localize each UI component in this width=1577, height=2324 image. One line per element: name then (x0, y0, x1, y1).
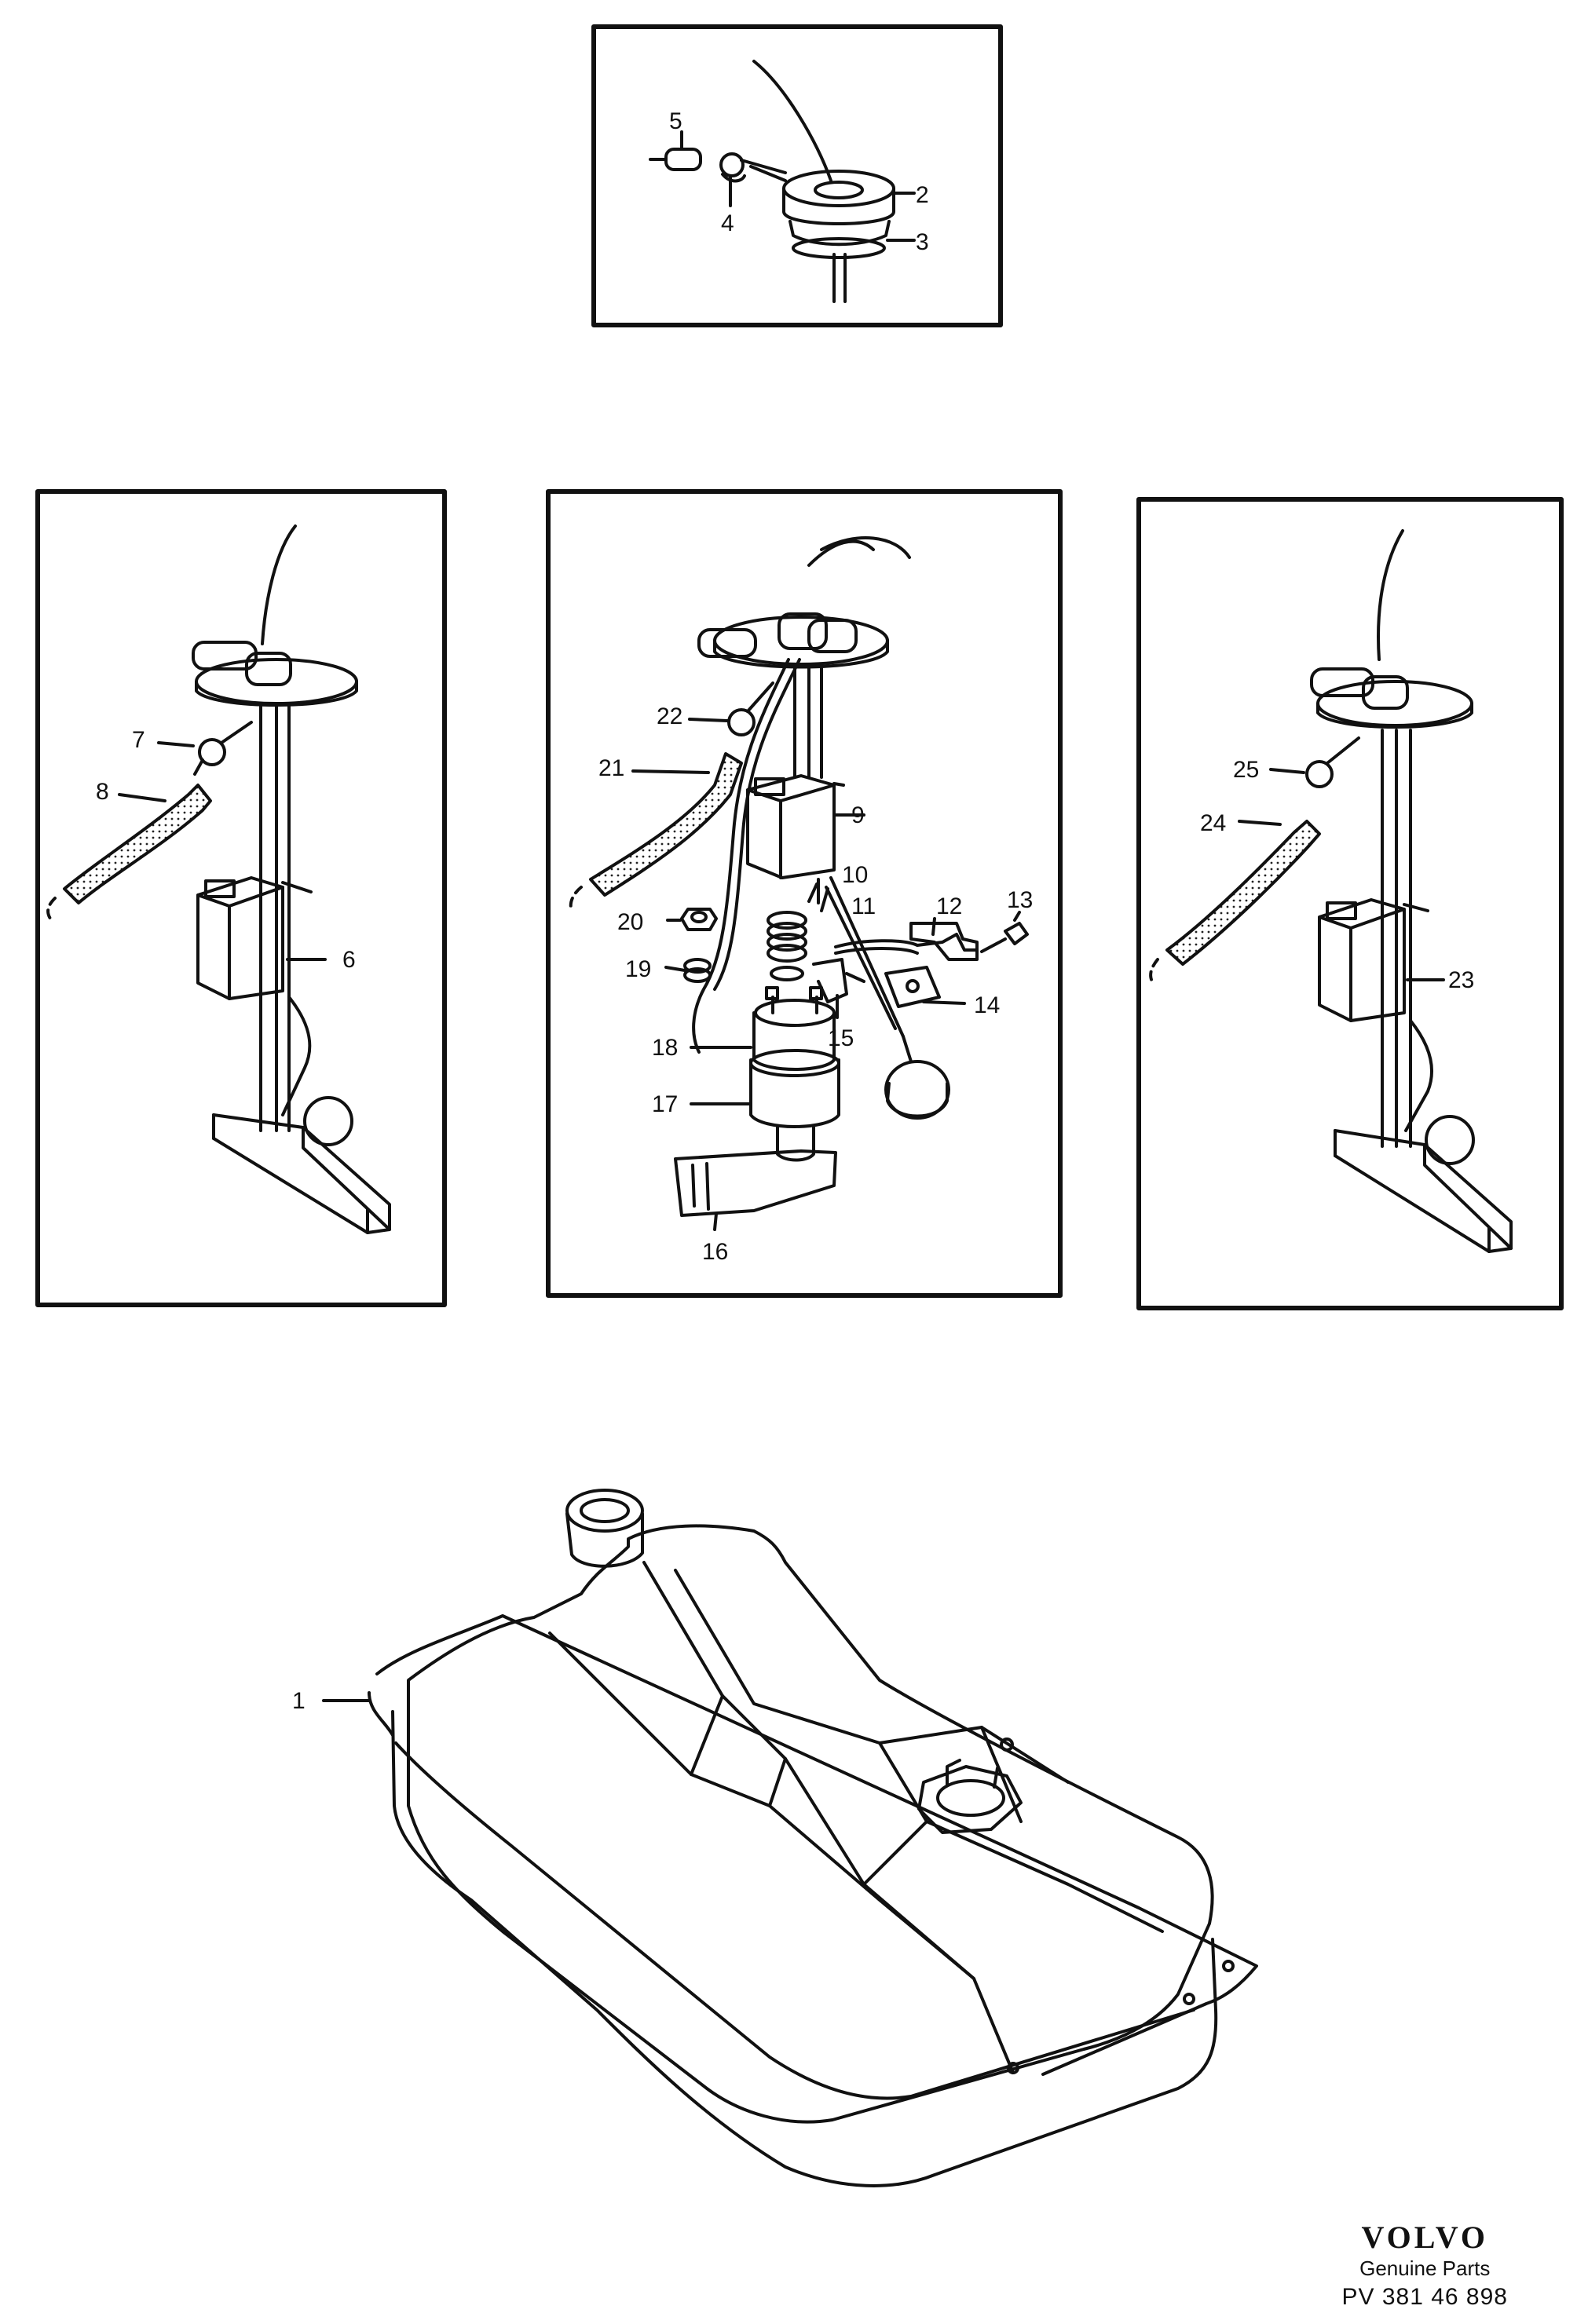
hose-part (1149, 820, 1321, 985)
callout-5: 5 (669, 108, 682, 134)
callout-18: 18 (652, 1035, 678, 1061)
clip-part (812, 958, 865, 1003)
wire-lower (832, 253, 847, 303)
callout-25: 25 (1233, 757, 1259, 783)
brand-block: VOLVO Genuine Parts PV 381 46 898 (1341, 2220, 1508, 2313)
callout-13: 13 (1007, 887, 1033, 913)
brand-tagline: Genuine Parts (1359, 2256, 1491, 2280)
clamp-part (719, 152, 787, 183)
spring-part (767, 911, 807, 963)
callout-2: 2 (916, 182, 929, 208)
strainer-part (212, 1113, 391, 1234)
inset-pump-assembly (546, 489, 1063, 1298)
inset-frame-left (35, 489, 447, 1307)
callout-24: 24 (1200, 810, 1226, 836)
callout-3: 3 (916, 229, 929, 255)
filler-neck (565, 1489, 644, 1568)
bracket-part (909, 922, 979, 961)
inset-sealing-ring (591, 24, 1003, 327)
sender-housing-part (1318, 898, 1429, 1022)
inset-frame-center (546, 489, 1063, 1298)
callout-15: 15 (828, 1025, 854, 1051)
nut-part (680, 908, 718, 931)
callout-8: 8 (96, 779, 109, 805)
o-ring-part (792, 237, 886, 259)
sealing-ring-part (782, 170, 895, 247)
callout-7: 7 (132, 727, 145, 753)
callout-9: 9 (851, 802, 865, 828)
fuel-pump-part (749, 986, 840, 1162)
inset-frame-right (1136, 497, 1564, 1310)
fuel-tank (322, 1489, 1258, 2187)
callout-23: 23 (1448, 967, 1474, 993)
sender-housing-part (746, 774, 845, 879)
screw-part (980, 922, 1029, 953)
callout-19: 19 (625, 956, 651, 982)
wire (752, 60, 832, 182)
callout-6: 6 (342, 947, 356, 973)
wire (261, 524, 297, 645)
callout-11: 11 (851, 893, 876, 919)
callout-4: 4 (721, 210, 734, 236)
callout-1: 1 (292, 1688, 306, 1714)
callout-21: 21 (598, 755, 624, 781)
callout-10: 10 (842, 862, 868, 888)
pump-opening (917, 1759, 1023, 1834)
volvo-logo: VOLVO (1361, 2220, 1488, 2255)
wire (1377, 529, 1404, 661)
callout-labels: 5 4 2 3 7 8 6 22 21 9 10 11 12 13 20 19 … (96, 108, 1474, 1714)
callout-16: 16 (702, 1239, 728, 1265)
callout-14: 14 (974, 992, 1000, 1018)
strainer-part (1334, 1129, 1513, 1253)
callout-17: 17 (652, 1091, 678, 1117)
hose-part (569, 752, 743, 912)
callout-20: 20 (617, 909, 643, 935)
nipple-part (649, 148, 702, 171)
callout-22: 22 (657, 703, 682, 729)
inset-frame-top (591, 24, 1003, 327)
inset-level-sender-left (35, 489, 447, 1307)
hose-part (46, 784, 212, 920)
diagram-code: PV 381 46 898 (1341, 2284, 1508, 2310)
float-part (884, 1060, 950, 1120)
nut-plate-part (884, 966, 941, 1008)
callout-12: 12 (936, 893, 962, 919)
washer-part (683, 958, 712, 983)
strainer-sock-part (674, 1149, 837, 1217)
sender-housing-part (196, 876, 313, 1000)
inset-level-sender-right (1136, 497, 1564, 1310)
